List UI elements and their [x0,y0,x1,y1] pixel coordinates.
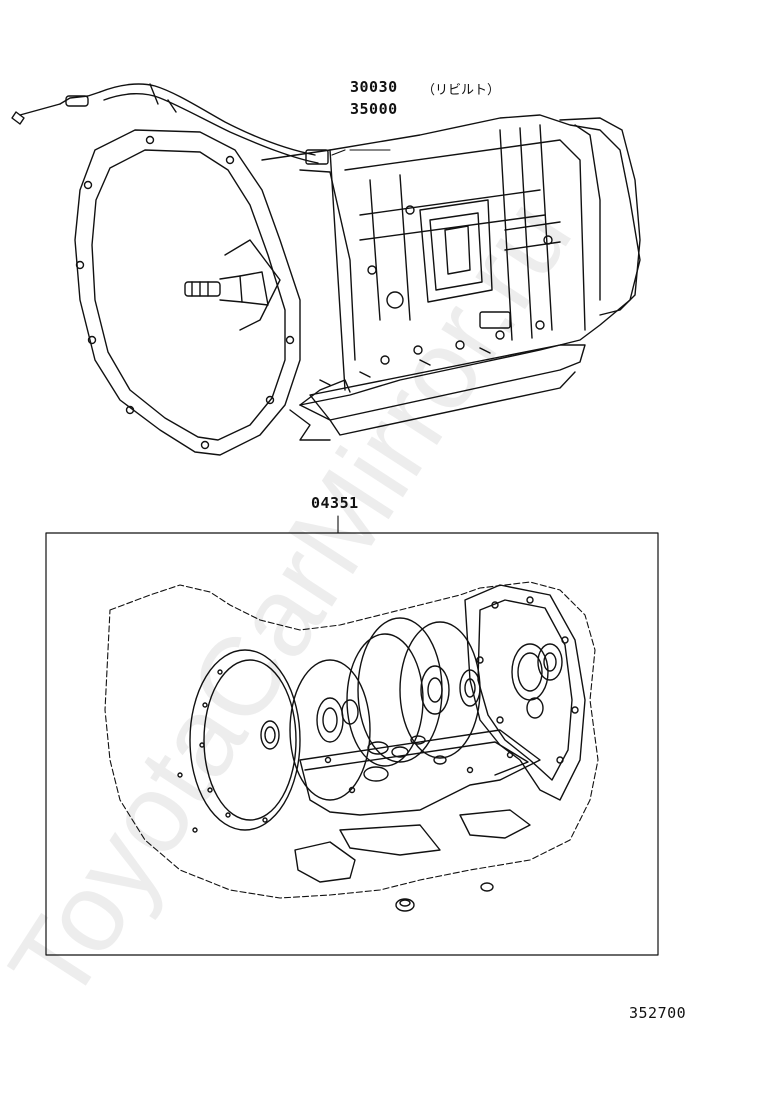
rebuilt-note: （リビルト） [422,83,501,98]
shift-cable [11,83,329,165]
part-number-04351: 04351 [311,494,359,512]
part-number-30030: 30030 [350,78,398,96]
small-seals [177,772,494,912]
part-number-35000: 35000 [350,100,398,118]
transmission-case [261,114,641,406]
oil-pan [289,344,586,441]
gasket-kit-frame [45,532,659,956]
valve-body-gasket-set [294,729,541,883]
gasket-kit-drawing [104,581,599,912]
oil-pump-gasket [189,649,301,831]
o-ring-set [289,617,481,801]
extension-housing-gasket [464,584,586,801]
figure-code: 352700 [629,1004,687,1022]
transmission-assembly-drawing [11,83,641,456]
case-phantom-outline [104,581,599,899]
bell-housing [74,129,301,456]
